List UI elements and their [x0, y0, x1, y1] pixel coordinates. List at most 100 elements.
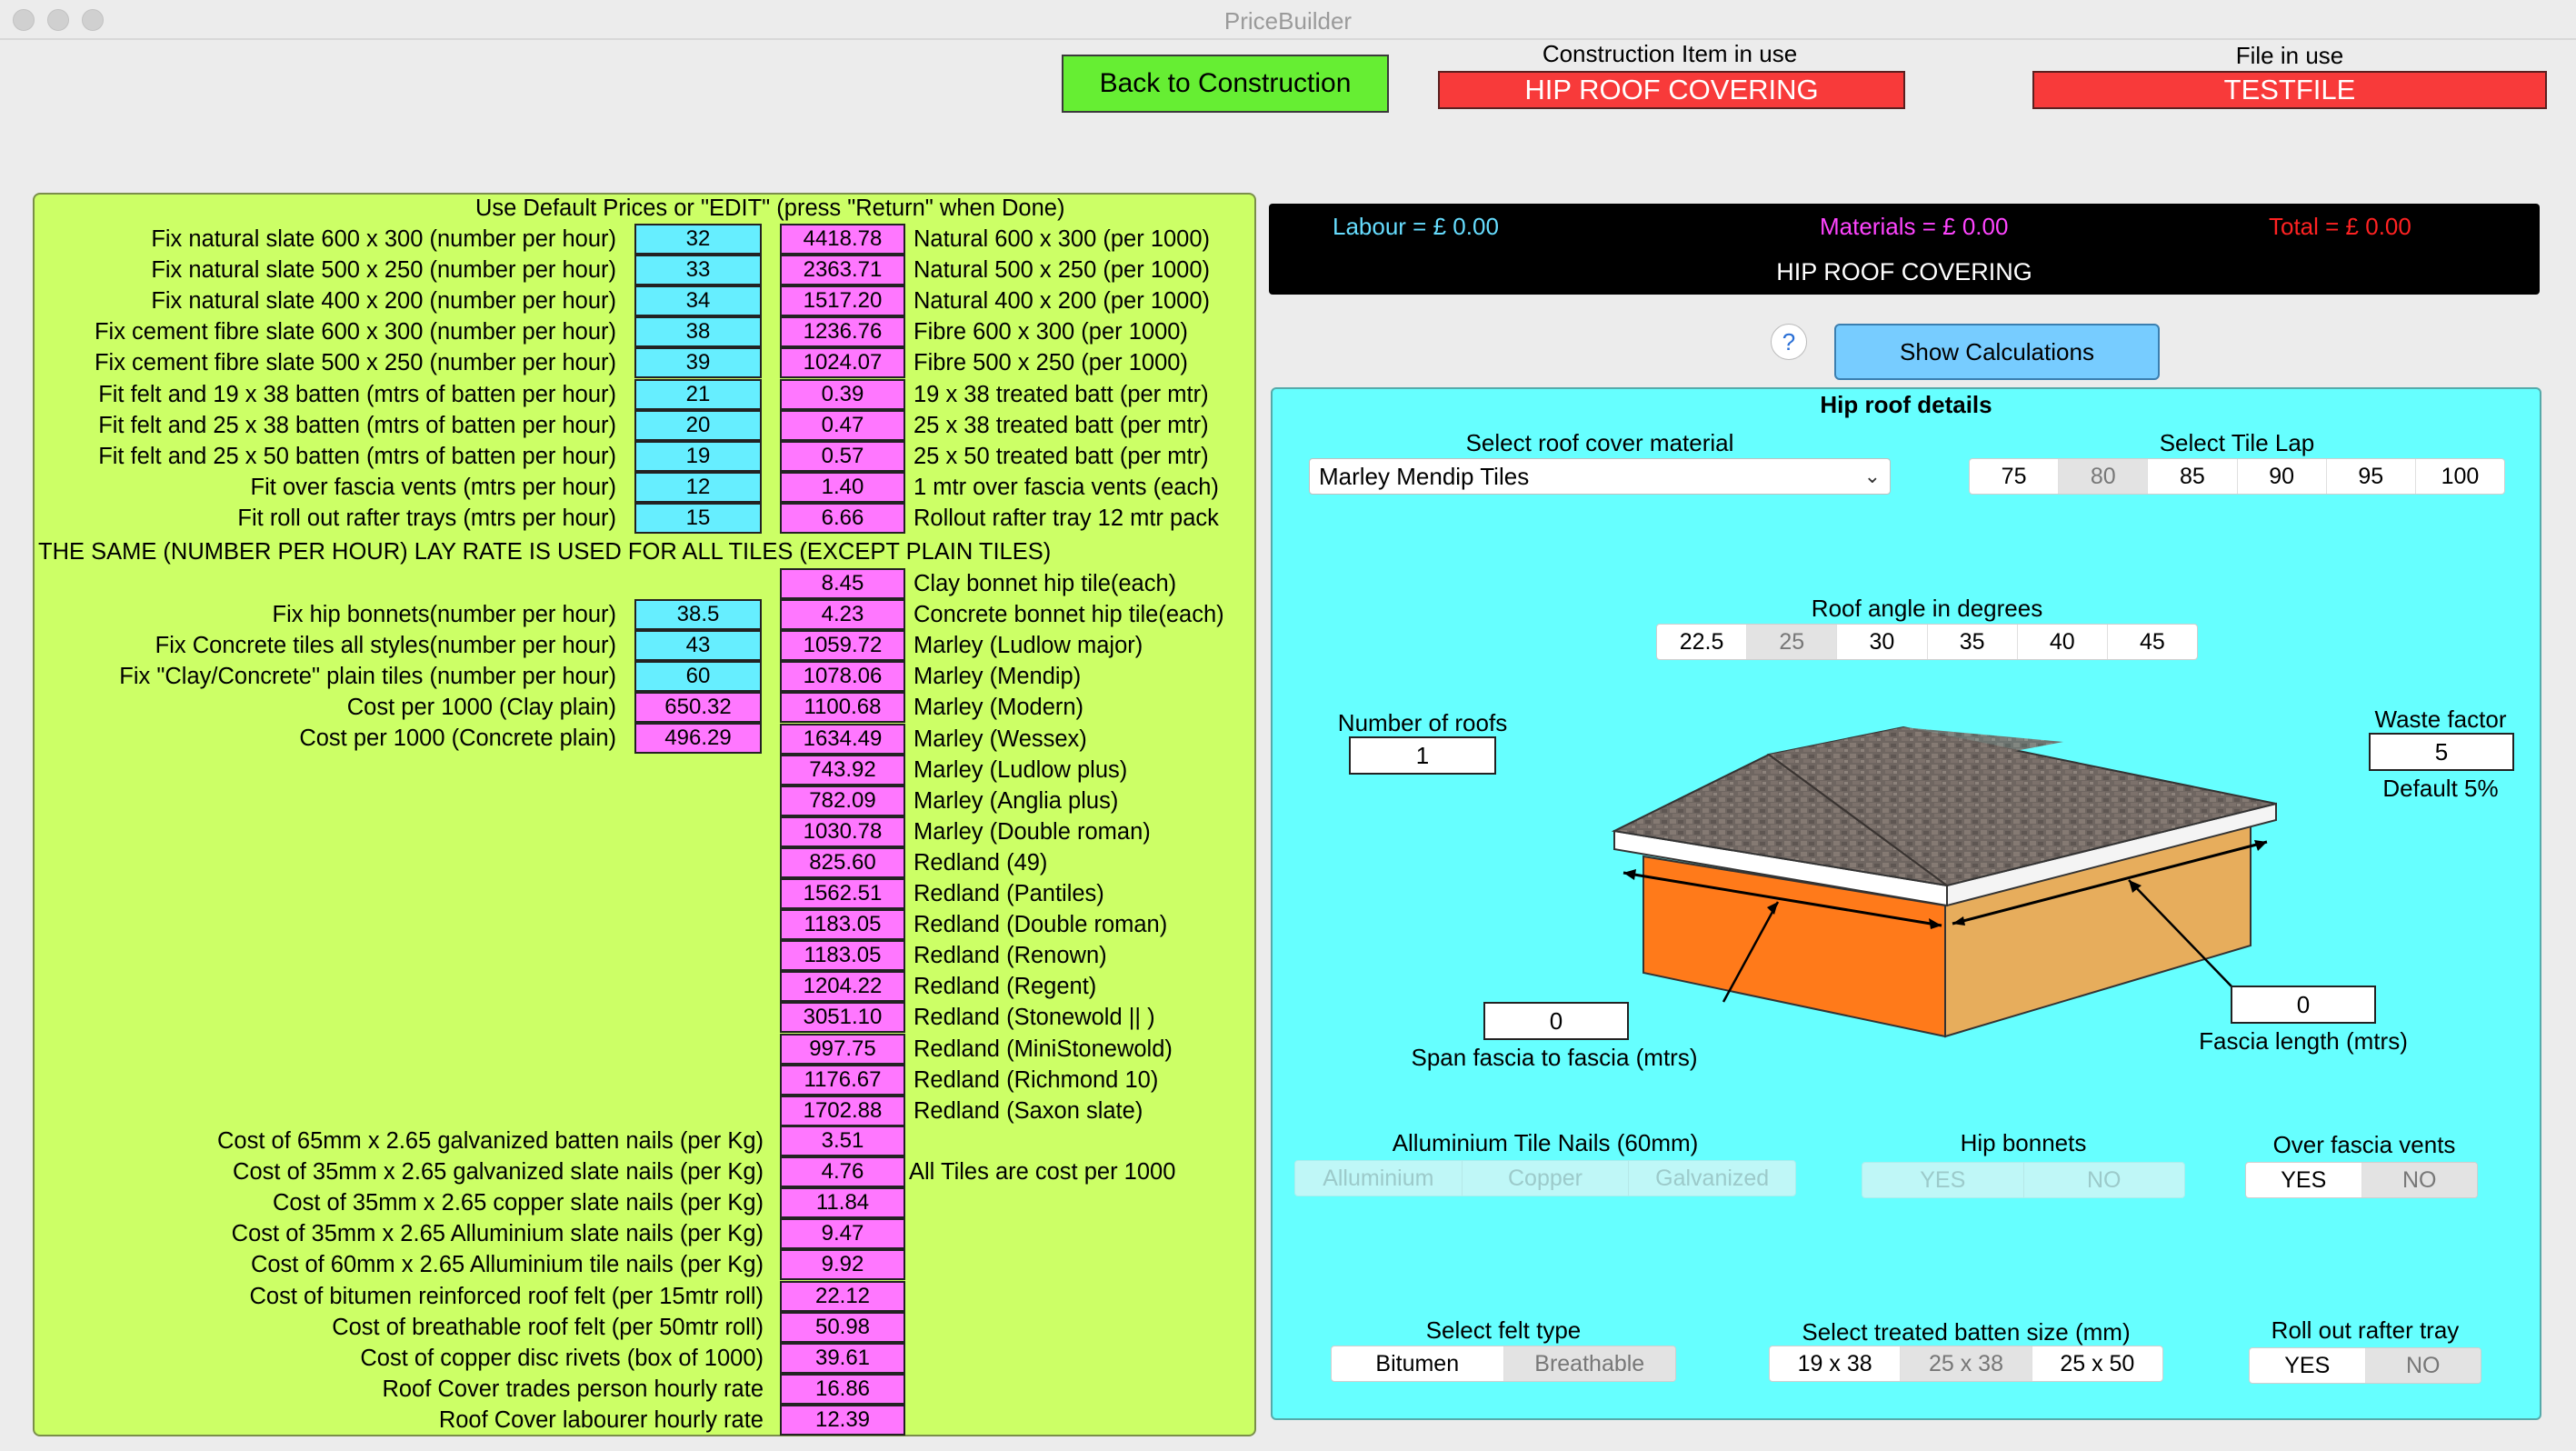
tile-lap-option[interactable]: 80 [2059, 459, 2149, 494]
material-price-input[interactable]: 4418.78 [780, 224, 905, 255]
tile-price-input[interactable]: 1204.22 [780, 971, 905, 1003]
tile-price-input[interactable]: 1634.49 [780, 723, 905, 755]
tile-rate-input[interactable]: 650.32 [634, 692, 762, 724]
tile-price-input[interactable]: 1100.68 [780, 692, 905, 724]
labour-rate-input[interactable]: 21 [634, 378, 762, 410]
close-window-button[interactable] [13, 9, 35, 31]
span-fascia-input[interactable]: 0 [1483, 1002, 1629, 1040]
labour-rate-input[interactable]: 19 [634, 440, 762, 472]
labour-rate-input[interactable]: 20 [634, 409, 762, 441]
material-price-input[interactable]: 2363.71 [780, 255, 905, 286]
roof-angle-option[interactable]: 40 [2018, 625, 2108, 659]
grand-total: Total = £ 0.00 [2269, 213, 2411, 241]
labour-rate-input[interactable]: 34 [634, 285, 762, 317]
material-price-input[interactable]: 0.57 [780, 440, 905, 472]
material-price-label: Fibre 600 x 300 (per 1000) [914, 319, 1188, 345]
felt-type-option[interactable]: Bitumen [1332, 1346, 1504, 1381]
cost-item-input[interactable]: 3.51 [780, 1126, 905, 1156]
hip-bonnets-option[interactable]: NO [2087, 1167, 2122, 1193]
batten-size-option[interactable]: 25 x 38 [1901, 1346, 2032, 1381]
cost-item-input[interactable]: 16.86 [780, 1373, 905, 1405]
tile-price-input[interactable]: 1702.88 [780, 1095, 905, 1126]
batten-size-option[interactable]: 25 x 50 [2060, 1351, 2135, 1376]
roof-angle-option[interactable]: 35 [1928, 625, 2018, 659]
cost-item-input[interactable]: 22.12 [780, 1280, 905, 1312]
tile-lap-option[interactable]: 85 [2148, 459, 2238, 494]
cost-item-input[interactable]: 9.47 [780, 1218, 905, 1250]
material-price-input[interactable]: 6.66 [780, 502, 905, 534]
roof-angle-option[interactable]: 45 [2140, 629, 2165, 655]
labour-rate-input[interactable]: 12 [634, 471, 762, 503]
tile-lap-option[interactable]: 100 [2441, 464, 2480, 489]
tile-price-input[interactable]: 8.45 [780, 568, 905, 599]
batten-size-option[interactable]: 19 x 38 [1770, 1346, 1902, 1381]
tile-price-input[interactable]: 743.92 [780, 754, 905, 786]
rafter-tray-option[interactable]: YES [2250, 1348, 2366, 1383]
roof-angle-option[interactable]: 22.5 [1657, 625, 1748, 659]
construction-item-label: Construction Item in use [1542, 40, 1798, 67]
tile-nails-option[interactable]: Alluminium [1295, 1161, 1463, 1196]
minimize-window-button[interactable] [47, 9, 69, 31]
tile-price-input[interactable]: 1030.78 [780, 816, 905, 847]
material-price-input[interactable]: 0.47 [780, 409, 905, 441]
rafter-tray-option[interactable]: NO [2365, 1348, 2481, 1383]
labour-rate-label: Fit felt and 25 x 50 batten (mtrs of bat… [98, 443, 616, 469]
roof-material-select[interactable]: Marley Mendip Tiles ⌄ [1309, 458, 1891, 495]
tile-price-input[interactable]: 782.09 [780, 785, 905, 816]
labour-rate-input[interactable]: 39 [634, 347, 762, 379]
hip-bonnets-label: Hip bonnets [1960, 1129, 2087, 1156]
zoom-window-button[interactable] [82, 9, 104, 31]
tile-lap-option[interactable]: 90 [2238, 459, 2327, 494]
labour-rate-input[interactable]: 33 [634, 255, 762, 286]
material-price-input[interactable]: 0.39 [780, 378, 905, 410]
tile-price-input[interactable]: 1183.05 [780, 940, 905, 972]
tile-rate-input[interactable]: 496.29 [634, 723, 762, 755]
material-price-input[interactable]: 1024.07 [780, 347, 905, 379]
tile-price-input[interactable]: 4.23 [780, 599, 905, 631]
tile-rate-input[interactable]: 60 [634, 661, 762, 693]
tile-lap-option[interactable]: 75 [1970, 459, 2060, 494]
cost-item-input[interactable]: 9.92 [780, 1249, 905, 1281]
tile-price-input[interactable]: 1176.67 [780, 1064, 905, 1096]
tile-price-input[interactable]: 1078.06 [780, 661, 905, 693]
cost-item-input[interactable]: 4.76 [780, 1156, 905, 1188]
labour-rate-input[interactable]: 15 [634, 502, 762, 534]
material-price-label: Fibre 500 x 250 (per 1000) [914, 350, 1188, 376]
tile-price-input[interactable]: 1059.72 [780, 630, 905, 662]
over-fascia-vents-option[interactable]: NO [2361, 1163, 2477, 1197]
tile-nails-option[interactable]: Galvanized [1655, 1166, 1770, 1191]
totals-bar: Labour = £ 0.00 Materials = £ 0.00 Total… [1269, 204, 2540, 295]
tile-rate-label: Cost per 1000 (Concrete plain) [299, 726, 616, 752]
tile-price-input[interactable]: 3051.10 [780, 1002, 905, 1034]
tile-price-input[interactable]: 825.60 [780, 846, 905, 878]
cost-item-input[interactable]: 11.84 [780, 1187, 905, 1219]
fascia-length-input[interactable]: 0 [2231, 986, 2376, 1024]
tile-price-input[interactable]: 1183.05 [780, 909, 905, 941]
tile-rate-input[interactable]: 43 [634, 630, 762, 662]
tile-price-input[interactable]: 1562.51 [780, 878, 905, 909]
labour-rate-input[interactable]: 38 [634, 316, 762, 348]
tile-nails-option[interactable]: Copper [1463, 1161, 1630, 1196]
number-of-roofs-input[interactable]: 1 [1349, 736, 1496, 775]
hip-bonnets-option[interactable]: YES [1862, 1163, 2024, 1197]
material-price-input[interactable]: 1236.76 [780, 316, 905, 348]
roof-angle-option[interactable]: 30 [1837, 625, 1928, 659]
material-price-input[interactable]: 1517.20 [780, 285, 905, 317]
labour-rate-input[interactable]: 32 [634, 224, 762, 255]
tile-price-input[interactable]: 997.75 [780, 1033, 905, 1065]
fascia-dimension-line [1952, 840, 2268, 926]
cost-item-input[interactable]: 12.39 [780, 1404, 905, 1436]
back-to-construction-button[interactable]: Back to Construction [1062, 55, 1389, 113]
tile-rate-input[interactable]: 38.5 [634, 599, 762, 630]
cost-item-input[interactable]: 39.61 [780, 1342, 905, 1374]
tile-lap-option[interactable]: 95 [2327, 459, 2416, 494]
roof-angle-option[interactable]: 25 [1747, 625, 1838, 659]
over-fascia-vents-option[interactable]: YES [2246, 1163, 2362, 1197]
show-calculations-button[interactable]: Show Calculations [1834, 324, 2160, 380]
material-price-input[interactable]: 1.40 [780, 471, 905, 503]
cost-item-input[interactable]: 50.98 [780, 1311, 905, 1343]
waste-factor-input[interactable]: 5 [2369, 733, 2514, 771]
help-button[interactable]: ? [1771, 324, 1807, 360]
felt-type-option[interactable]: Breathable [1503, 1346, 1675, 1381]
